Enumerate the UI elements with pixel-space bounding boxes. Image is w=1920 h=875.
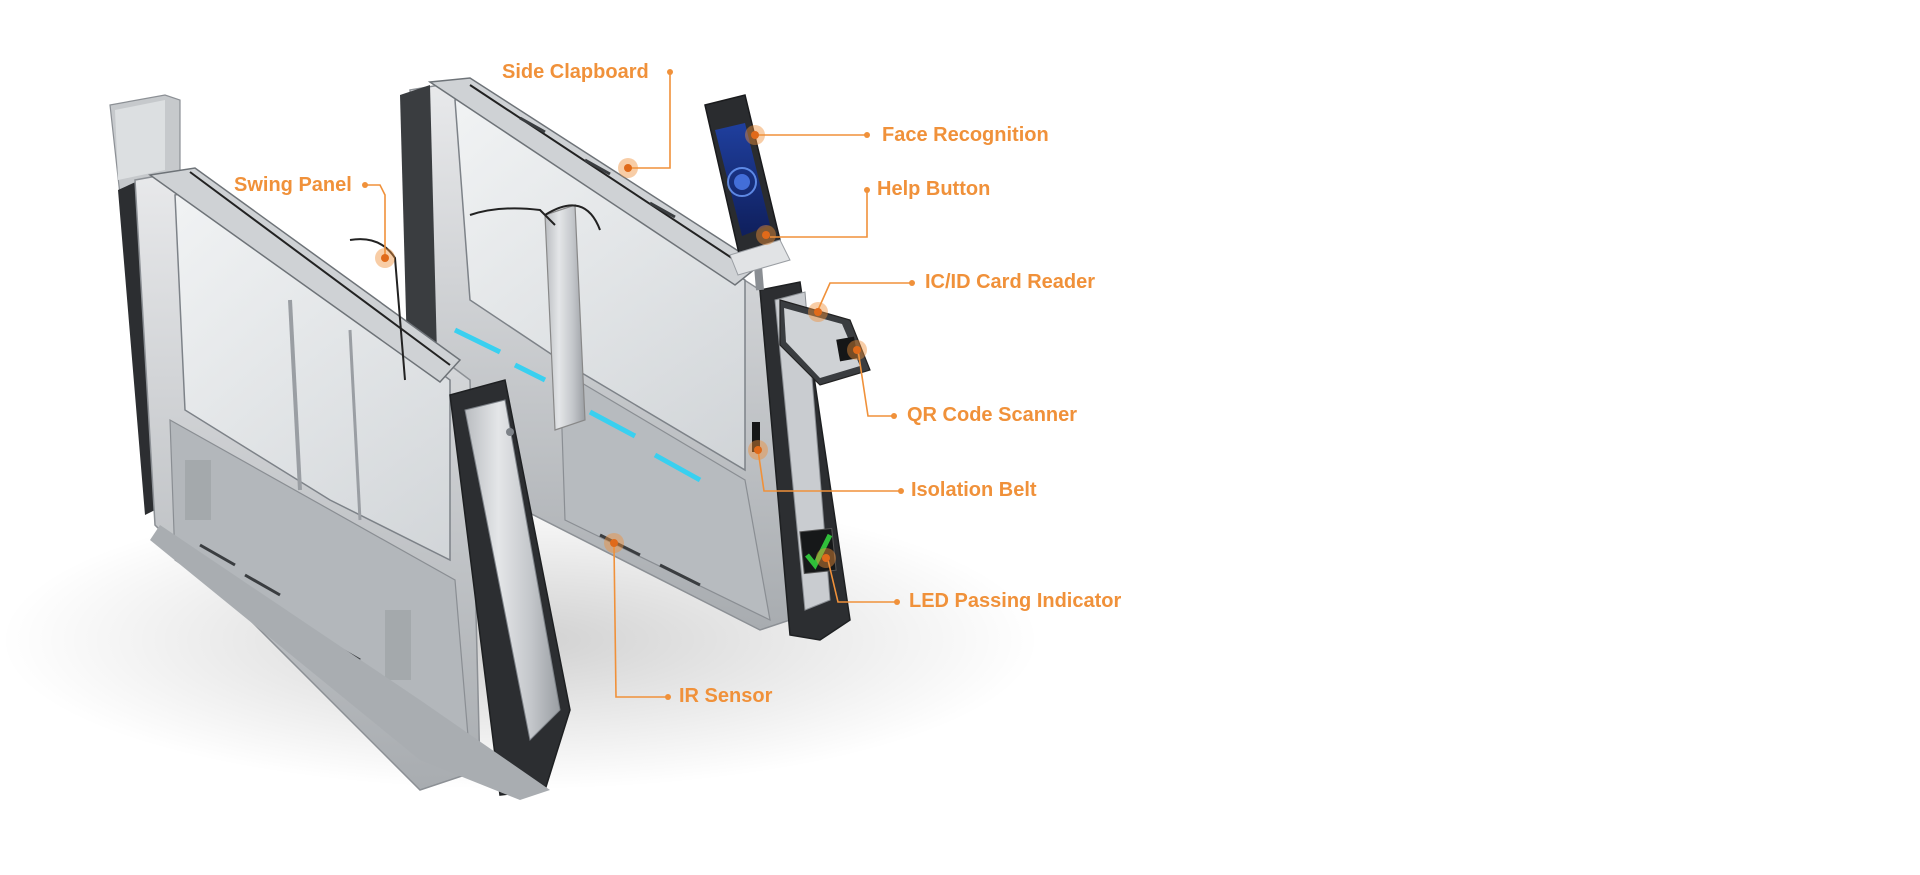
label-ir-sensor: IR Sensor [679,685,773,707]
label-qr-code-scanner: QR Code Scanner [907,404,1078,426]
callout-markers [362,69,915,700]
label-face-recognition: Face Recognition [882,124,1049,146]
label-help-button: Help Button [877,178,991,200]
label-ic-id-card-reader: IC/ID Card Reader [925,271,1096,293]
label-isolation-belt: Isolation Belt [911,479,1037,501]
left-cabinet [109,94,571,800]
label-side-clapboard: Side Clapboard [502,61,649,83]
label-led-passing-indicator: LED Passing Indicator [909,590,1122,612]
leader-lines [365,72,912,698]
label-swing-panel: Swing Panel [234,174,352,196]
